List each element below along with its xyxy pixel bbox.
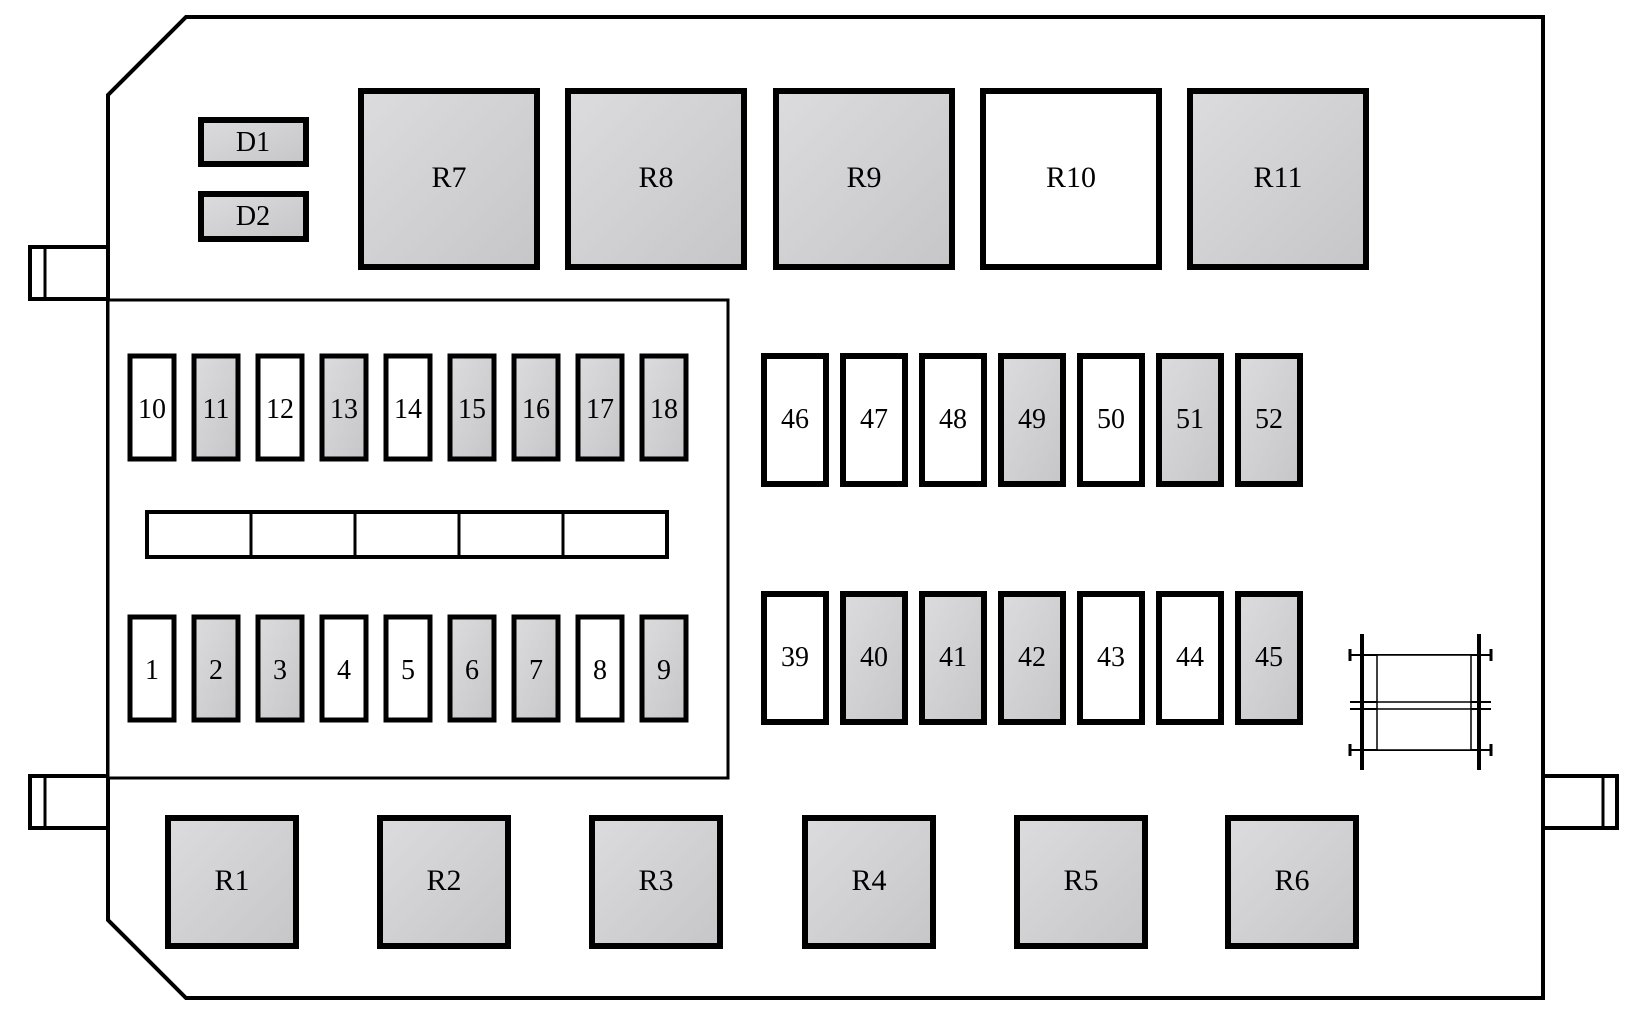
mounting-tab-left-bottom <box>28 774 110 830</box>
fuse-11: 11 <box>191 353 241 462</box>
relay-r7: R7 <box>358 88 540 270</box>
fuse-45: 45 <box>1235 591 1303 725</box>
fuse-16: 16 <box>511 353 561 462</box>
fuse-40: 40 <box>840 591 908 725</box>
fuse-8-label: 8 <box>593 655 607 686</box>
fuse-4-label: 4 <box>337 655 351 686</box>
relay-r3-label: R3 <box>638 864 673 897</box>
relay-r9-label: R9 <box>846 161 881 194</box>
fuse-3: 3 <box>255 614 305 723</box>
mounting-tab-left-top <box>28 245 110 301</box>
fuse-42: 42 <box>998 591 1066 725</box>
fuse-48: 48 <box>919 353 987 487</box>
relay-r5-label: R5 <box>1063 864 1098 897</box>
fuse-52-label: 52 <box>1255 404 1283 435</box>
fuse-40-label: 40 <box>860 642 888 673</box>
fuse-6-label: 6 <box>465 655 479 686</box>
fuse-6: 6 <box>447 614 497 723</box>
relay-r8: R8 <box>565 88 747 270</box>
relay-r4: R4 <box>802 815 936 949</box>
fuse-51: 51 <box>1156 353 1224 487</box>
fuse-4: 4 <box>319 614 369 723</box>
relay-r11-label: R11 <box>1254 161 1303 194</box>
fuse-41: 41 <box>919 591 987 725</box>
fuse-13-label: 13 <box>330 394 358 425</box>
fuse-17: 17 <box>575 353 625 462</box>
relay-r6: R6 <box>1225 815 1359 949</box>
fuse-5: 5 <box>383 614 433 723</box>
relay-r11: R11 <box>1187 88 1369 270</box>
fuse-50: 50 <box>1077 353 1145 487</box>
fuse-14-label: 14 <box>394 394 422 425</box>
fuse-7-label: 7 <box>529 655 543 686</box>
fuse-47: 47 <box>840 353 908 487</box>
fuse-12-label: 12 <box>266 394 294 425</box>
fuse-1-label: 1 <box>145 655 159 686</box>
fuse-10-label: 10 <box>138 394 166 425</box>
fuse-42-label: 42 <box>1018 642 1046 673</box>
diode-d1: D1 <box>198 117 309 167</box>
diode-d2: D2 <box>198 191 309 242</box>
relay-r9: R9 <box>773 88 955 270</box>
relay-r7-label: R7 <box>431 161 466 194</box>
fuse-15: 15 <box>447 353 497 462</box>
fuse-52: 52 <box>1235 353 1303 487</box>
fuse-16-label: 16 <box>522 394 550 425</box>
fuse-17-label: 17 <box>586 394 614 425</box>
relay-r2-label: R2 <box>426 864 461 897</box>
relay-r2: R2 <box>377 815 511 949</box>
fuse-41-label: 41 <box>939 642 967 673</box>
fuse-43-label: 43 <box>1097 642 1125 673</box>
fuse-9-label: 9 <box>657 655 671 686</box>
fuse-43: 43 <box>1077 591 1145 725</box>
fuse-51-label: 51 <box>1176 404 1204 435</box>
fuse-18: 18 <box>639 353 689 462</box>
fuse-9: 9 <box>639 614 689 723</box>
relay-r8-label: R8 <box>638 161 673 194</box>
fuse-14: 14 <box>383 353 433 462</box>
relay-r10: R10 <box>980 88 1162 270</box>
fuse-44: 44 <box>1156 591 1224 725</box>
fuse-11-label: 11 <box>203 394 230 425</box>
fuse-18-label: 18 <box>650 394 678 425</box>
fuse-15-label: 15 <box>458 394 486 425</box>
fuse-3-label: 3 <box>273 655 287 686</box>
fuse-44-label: 44 <box>1176 642 1204 673</box>
fuse-7: 7 <box>511 614 561 723</box>
diode-d1-label: D1 <box>236 127 270 158</box>
fuse-13: 13 <box>319 353 369 462</box>
fuse-50-label: 50 <box>1097 404 1125 435</box>
fuse-49-label: 49 <box>1018 404 1046 435</box>
mounting-tab-right <box>1541 774 1619 830</box>
fuse-8: 8 <box>575 614 625 723</box>
fuse-47-label: 47 <box>860 404 888 435</box>
fuse-46-label: 46 <box>781 404 809 435</box>
fuse-48-label: 48 <box>939 404 967 435</box>
fuse-49: 49 <box>998 353 1066 487</box>
fuse-2: 2 <box>191 614 241 723</box>
relay-r5: R5 <box>1014 815 1148 949</box>
fuse-puller-icon <box>1348 634 1493 770</box>
fuse-39: 39 <box>761 591 829 725</box>
fuse-12: 12 <box>255 353 305 462</box>
relay-r10-label: R10 <box>1046 161 1096 194</box>
relay-r1: R1 <box>165 815 299 949</box>
diode-d2-label: D2 <box>236 201 270 232</box>
relay-r6-label: R6 <box>1274 864 1309 897</box>
relay-r1-label: R1 <box>214 864 249 897</box>
fuse-46: 46 <box>761 353 829 487</box>
fuse-2-label: 2 <box>209 655 223 686</box>
spare-fuse-strip <box>145 510 669 559</box>
fuse-39-label: 39 <box>781 642 809 673</box>
fuse-5-label: 5 <box>401 655 415 686</box>
fuse-10: 10 <box>127 353 177 462</box>
fuse-1: 1 <box>127 614 177 723</box>
relay-r4-label: R4 <box>851 864 886 897</box>
fuse-45-label: 45 <box>1255 642 1283 673</box>
relay-r3: R3 <box>589 815 723 949</box>
